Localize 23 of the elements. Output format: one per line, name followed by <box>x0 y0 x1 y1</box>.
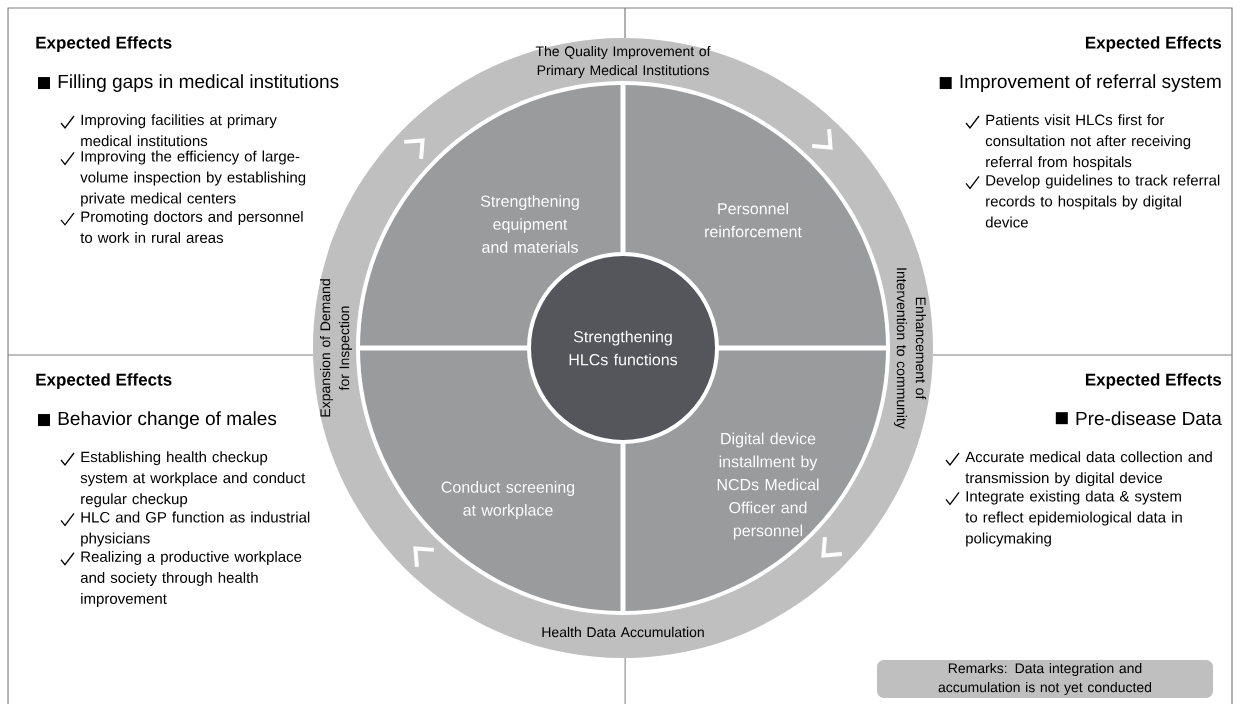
checklist-item: Improving facilities at primary medical institutions <box>81 114 277 147</box>
checklist-item: Integrate existing data & system to reflect epidemiological data in policymaking <box>965 490 1182 547</box>
checklist-item: HLC and GP function as industrial physicians <box>81 511 310 547</box>
section-heading: Expected Effects <box>1085 373 1222 390</box>
ring-label: The Quality Improvement of Primary Medical Institutions <box>535 45 711 78</box>
ring-label: Enhancement of Intervention to community <box>894 268 927 429</box>
section-heading: Expected Effects <box>1085 36 1222 53</box>
section-heading: Expected Effects <box>36 36 172 53</box>
ring-label: Health Data Accumulation <box>542 626 704 638</box>
checklist-item: Promoting doctors and personnel to work in rural areas <box>80 211 303 243</box>
checklist-item: Improving the efficiency of large-volume inspection by establishing private medical centers <box>80 150 306 207</box>
checklist-item: Realizing a productive workplace and society through health improvement <box>80 550 302 607</box>
remarks-box: Remarks: Data integration and accumulation is not yet conducted <box>877 659 1213 698</box>
checklist-item: Establishing health checkup system at workplace and conduct regular checkup <box>80 451 306 508</box>
checklist-item: Patients visit HLCs first for consultation not after receiving referral from hospitals <box>985 114 1191 171</box>
bullet-heading: Behavior change of males <box>58 411 277 429</box>
checklist-item: Develop guidelines to track referral records to hospitals by digital device <box>985 174 1220 228</box>
bullet-heading: Improvement of referral system <box>960 74 1221 92</box>
ring-label: Expansion of Demand for Inspection <box>320 279 353 417</box>
bullet-heading: Filling gaps in medical institutions <box>58 74 339 92</box>
checklist-item: Accurate medical data collection and transmission by digital device <box>965 451 1212 487</box>
bullet-heading: Pre-disease Data <box>1076 411 1222 426</box>
section-heading: Expected Effects <box>36 373 172 390</box>
